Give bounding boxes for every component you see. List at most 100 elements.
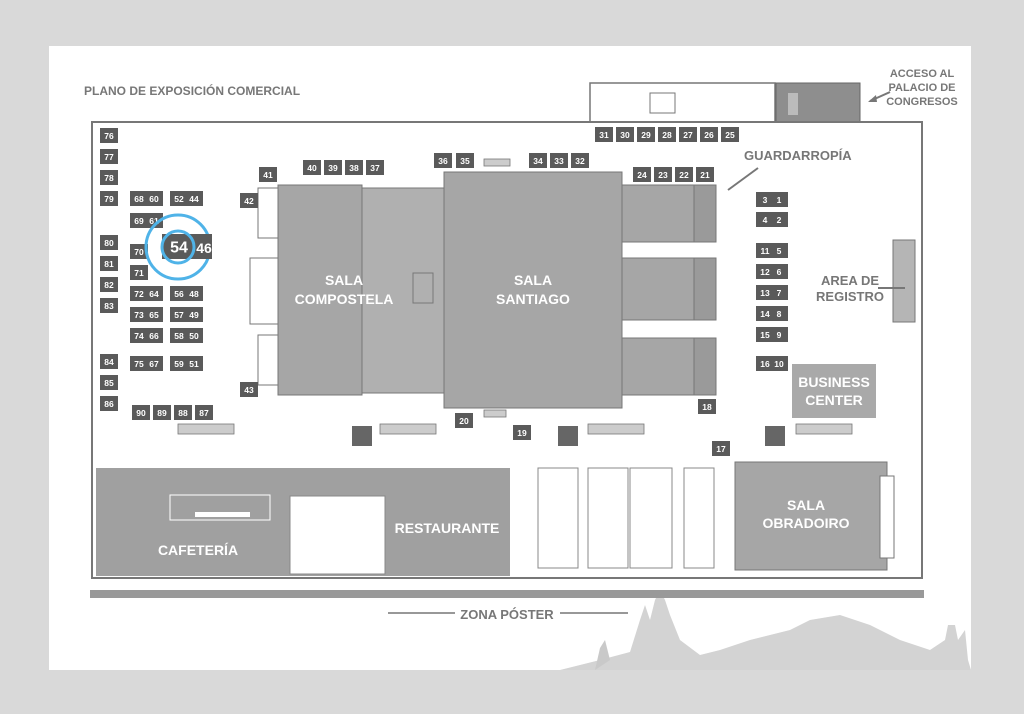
sala-santiago	[443, 171, 623, 409]
booth-86[interactable]: 86	[100, 396, 118, 411]
booth-85[interactable]: 85	[100, 375, 118, 390]
booth-57[interactable]: 57	[170, 307, 188, 322]
booth-14[interactable]: 14	[756, 306, 774, 321]
booth-4[interactable]: 4	[756, 212, 774, 227]
booth-number: 88	[178, 408, 188, 418]
booth-77[interactable]: 77	[100, 149, 118, 164]
booth-1[interactable]: 1	[770, 192, 788, 207]
booth-20[interactable]: 20	[455, 413, 473, 428]
booth-box	[712, 441, 730, 456]
booth-25[interactable]: 25	[721, 127, 739, 142]
booth-number: 17	[716, 444, 726, 454]
booth-15[interactable]: 15	[756, 327, 774, 342]
booth-52[interactable]: 52	[170, 191, 188, 206]
booth-70[interactable]: 70	[130, 244, 148, 259]
booth-74[interactable]: 74	[130, 328, 148, 343]
booth-66[interactable]: 66	[145, 328, 163, 343]
booth-29[interactable]: 29	[637, 127, 655, 142]
booth-17[interactable]: 17	[712, 441, 730, 456]
zona-poster-label: ZONA PÓSTER	[460, 607, 554, 622]
booth-61[interactable]: 61	[145, 213, 163, 228]
booth-36[interactable]: 36	[434, 153, 452, 168]
booth-3[interactable]: 3	[756, 192, 774, 207]
booth-6[interactable]: 6	[770, 264, 788, 279]
highlighted-booth-marker[interactable]: 54 46	[144, 213, 212, 281]
booth-number: 72	[134, 289, 144, 299]
booth-box	[756, 192, 774, 207]
booth-88[interactable]: 88	[174, 405, 192, 420]
booth-41[interactable]: 41	[259, 167, 277, 182]
booth-box	[698, 399, 716, 414]
booth-68[interactable]: 68	[130, 191, 148, 206]
booth-33[interactable]: 33	[550, 153, 568, 168]
booth-19[interactable]: 19	[513, 425, 531, 440]
booth-72[interactable]: 72	[130, 286, 148, 301]
booth-42[interactable]: 42	[240, 193, 258, 208]
booth-37[interactable]: 37	[366, 160, 384, 175]
booth-35[interactable]: 35	[456, 153, 474, 168]
booth-50[interactable]: 50	[185, 328, 203, 343]
booth-12[interactable]: 12	[756, 264, 774, 279]
booth-number: 60	[149, 194, 159, 204]
booth-69[interactable]: 69	[130, 213, 148, 228]
booth-71[interactable]: 71	[130, 265, 148, 280]
booth-box	[529, 153, 547, 168]
booth-box	[153, 405, 171, 420]
booth-30[interactable]: 30	[616, 127, 634, 142]
booth-number: 85	[104, 378, 114, 388]
booth-44[interactable]: 44	[185, 191, 203, 206]
booth-39[interactable]: 39	[324, 160, 342, 175]
booth-43[interactable]: 43	[240, 382, 258, 397]
booth-34[interactable]: 34	[529, 153, 547, 168]
booth-22[interactable]: 22	[675, 167, 693, 182]
booth-27[interactable]: 27	[679, 127, 697, 142]
booth-73[interactable]: 73	[130, 307, 148, 322]
booth-48[interactable]: 48	[185, 286, 203, 301]
booth-13[interactable]: 13	[756, 285, 774, 300]
booth-59[interactable]: 59	[170, 356, 188, 371]
booth-67[interactable]: 67	[145, 356, 163, 371]
booth-26[interactable]: 26	[700, 127, 718, 142]
booth-83[interactable]: 83	[100, 298, 118, 313]
booth-box	[130, 244, 148, 259]
booth-40[interactable]: 40	[303, 160, 321, 175]
booth-51[interactable]: 51	[185, 356, 203, 371]
booth-81[interactable]: 81	[100, 256, 118, 271]
booth-10[interactable]: 10	[770, 356, 788, 371]
booth-32[interactable]: 32	[571, 153, 589, 168]
booth-23[interactable]: 23	[654, 167, 672, 182]
booth-38[interactable]: 38	[345, 160, 363, 175]
booth-18[interactable]: 18	[698, 399, 716, 414]
booth-8[interactable]: 8	[770, 306, 788, 321]
booth-65[interactable]: 65	[145, 307, 163, 322]
booth-21[interactable]: 21	[696, 167, 714, 182]
booth-7[interactable]: 7	[770, 285, 788, 300]
booth-78[interactable]: 78	[100, 170, 118, 185]
area-registro-label-1: AREA DE	[821, 273, 879, 288]
booth-64[interactable]: 64	[145, 286, 163, 301]
booth-5[interactable]: 5	[770, 243, 788, 258]
booth-16[interactable]: 16	[756, 356, 774, 371]
exhibitor-booths: 1234567891011121314151617181920212223242…	[100, 127, 788, 456]
booth-60[interactable]: 60	[145, 191, 163, 206]
booth-24[interactable]: 24	[633, 167, 651, 182]
booth-56[interactable]: 56	[170, 286, 188, 301]
booth-82[interactable]: 82	[100, 277, 118, 292]
booth-49[interactable]: 49	[185, 307, 203, 322]
booth-75[interactable]: 75	[130, 356, 148, 371]
booth-28[interactable]: 28	[658, 127, 676, 142]
booth-87[interactable]: 87	[195, 405, 213, 420]
booth-11[interactable]: 11	[756, 243, 774, 258]
booth-31[interactable]: 31	[595, 127, 613, 142]
booth-58[interactable]: 58	[170, 328, 188, 343]
booth-76[interactable]: 76	[100, 128, 118, 143]
booth-79[interactable]: 79	[100, 191, 118, 206]
booth-2[interactable]: 2	[770, 212, 788, 227]
booth-80[interactable]: 80	[100, 235, 118, 250]
booth-9[interactable]: 9	[770, 327, 788, 342]
booth-89[interactable]: 89	[153, 405, 171, 420]
booth-84[interactable]: 84	[100, 354, 118, 369]
booth-number: 1	[777, 195, 782, 205]
booth-90[interactable]: 90	[132, 405, 150, 420]
